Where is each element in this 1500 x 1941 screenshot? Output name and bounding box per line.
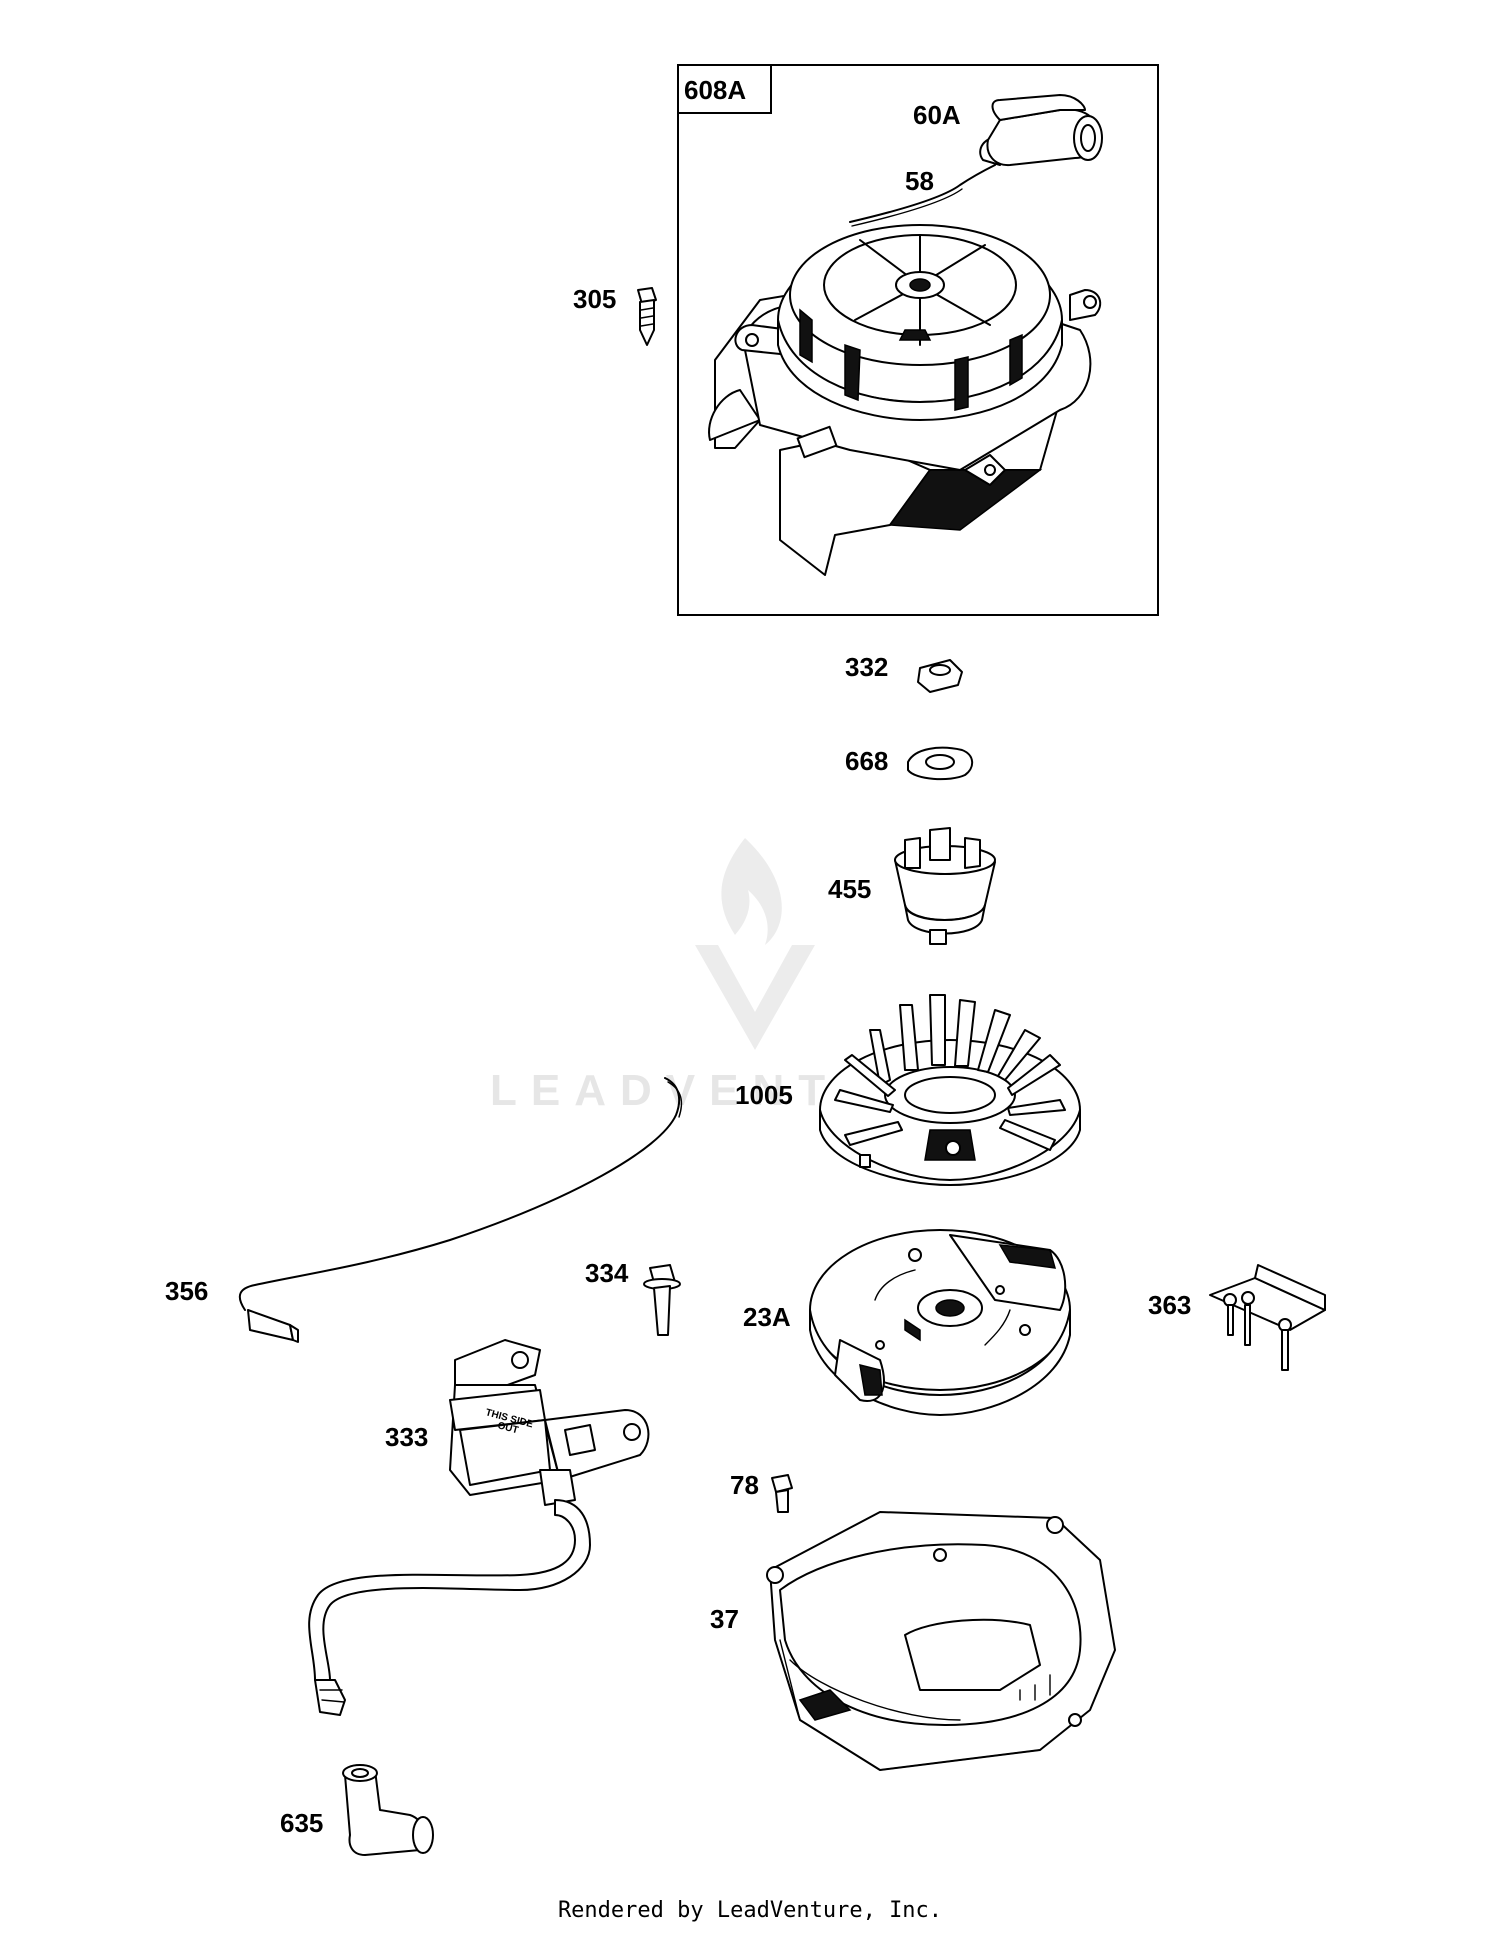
footer-credit: Rendered by LeadVenture, Inc. (557, 1898, 943, 1923)
callout-668: 668 (845, 746, 888, 776)
flame-logo-icon (695, 838, 815, 1050)
ground-wire-356 (238, 1077, 683, 1343)
callout-332: 332 (845, 652, 888, 682)
callout-305: 305 (573, 284, 616, 314)
callout-363: 363 (1148, 1290, 1191, 1320)
hex-nut-332 (917, 659, 963, 693)
callout-23a: 23A (743, 1302, 791, 1332)
ignition-coil-333: THIS SIDE OUT (308, 1339, 650, 1716)
starter-handle (979, 94, 1103, 167)
callout-78: 78 (730, 1470, 759, 1500)
kit-label: 608A (684, 75, 746, 105)
fan-1005 (819, 994, 1081, 1186)
callout-455: 455 (828, 874, 871, 904)
flywheel-23a (809, 1229, 1071, 1416)
callout-635: 635 (280, 1808, 323, 1838)
coil-label-line2: OUT (496, 1420, 519, 1436)
bolt-334 (643, 1264, 681, 1336)
callout-356: 356 (165, 1276, 208, 1306)
screw-78 (771, 1474, 793, 1513)
spark-plug-boot-635 (342, 1764, 434, 1856)
callout-37: 37 (710, 1604, 739, 1634)
starter-rope (849, 164, 996, 227)
callout-334: 334 (585, 1258, 629, 1288)
callout-60a: 60A (913, 100, 961, 130)
bracket-363 (1209, 1264, 1326, 1371)
washer-668 (907, 746, 974, 781)
callout-333: 333 (385, 1422, 428, 1452)
screw-305 (637, 287, 657, 346)
recoil-starter-housing (708, 224, 1102, 576)
starter-cup-455 (894, 827, 996, 945)
callout-1005: 1005 (735, 1080, 793, 1110)
blower-housing-37 (766, 1511, 1116, 1771)
callout-58: 58 (905, 166, 934, 196)
kit-608a-box: 608A (677, 64, 1159, 616)
